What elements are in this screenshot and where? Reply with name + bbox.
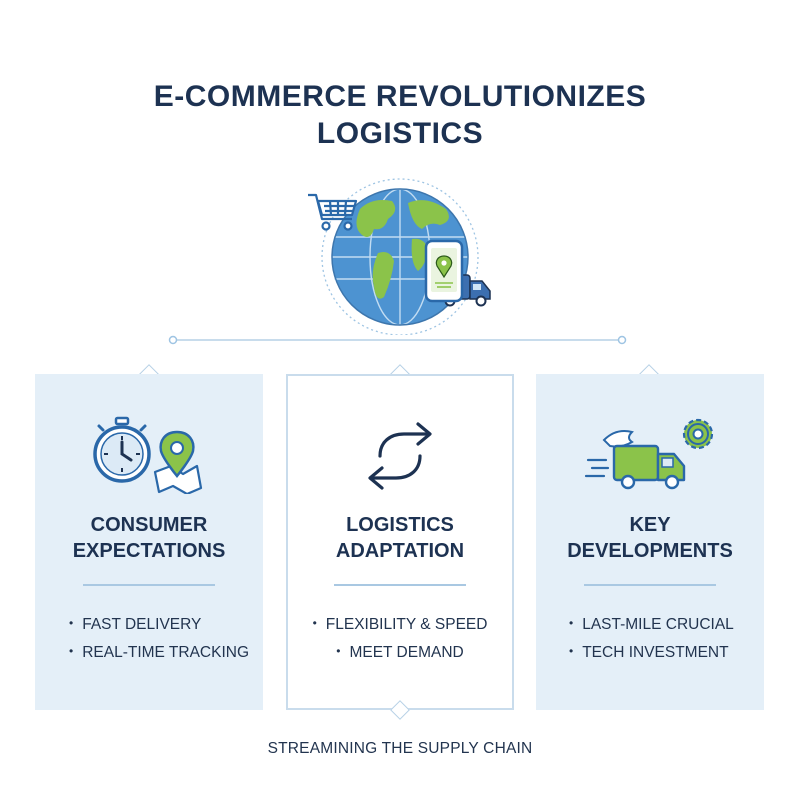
stopwatch-icon (93, 416, 151, 483)
card-divider (584, 584, 716, 586)
card-heading: KEY DEVELOPMENTS (536, 512, 764, 564)
card-3-icons (584, 418, 714, 490)
card-divider (83, 584, 215, 586)
title-line-2: LOGISTICS (316, 117, 484, 150)
card-consumer-expectations: CONSUMER EXPECTATIONS •FAST DELIVERY •RE… (35, 374, 263, 710)
title-line-1: E-COMMERCE REVOLUTIONIZES (153, 80, 647, 113)
shopping-cart-icon (308, 193, 358, 231)
card-key-developments: KEY DEVELOPMENTS •LAST-MILE CRUCIAL •TEC… (536, 374, 764, 710)
sync-arrows-icon (368, 422, 432, 490)
list-item-text: FAST DELIVERY (82, 616, 202, 633)
card-divider (334, 584, 466, 586)
card-list: •LAST-MILE CRUCIAL •TECH INVESTMENT (536, 610, 764, 666)
list-item-text: MEET DEMAND (349, 644, 464, 661)
list-item-text: REAL-TIME TRACKING (82, 644, 249, 661)
card-2-icons (368, 422, 432, 490)
connector-node-left (168, 335, 178, 345)
card-heading-line-2: EXPECTATIONS (72, 540, 226, 562)
connector-line (168, 335, 627, 345)
card-1-icons (93, 416, 203, 494)
winged-truck-icon (584, 430, 686, 490)
list-item-text: LAST-MILE CRUCIAL (582, 616, 734, 633)
smartphone-location-icon (424, 239, 464, 303)
gear-icon (682, 418, 714, 450)
card-list: •FLEXIBILITY & SPEED •MEET DEMAND (288, 610, 512, 666)
card-heading-line-1: KEY (629, 514, 671, 536)
card-heading: LOGISTICS ADAPTATION (288, 512, 512, 564)
list-item-text: FLEXIBILITY & SPEED (325, 616, 488, 633)
card-list: •FAST DELIVERY •REAL-TIME TRACKING (35, 610, 263, 666)
list-item-text: TECH INVESTMENT (582, 644, 729, 661)
card-heading-line-2: DEVELOPMENTS (567, 540, 733, 562)
list-item: •REAL-TIME TRACKING (69, 644, 249, 661)
list-item: •TECH INVESTMENT (569, 644, 729, 661)
card-heading-line-1: LOGISTICS (346, 514, 454, 536)
map-pin-icon (153, 430, 203, 494)
card-heading-line-2: ADAPTATION (335, 540, 465, 562)
list-item: •FLEXIBILITY & SPEED (312, 616, 488, 633)
connector-node-right (617, 335, 627, 345)
card-logistics-adaptation: LOGISTICS ADAPTATION •FLEXIBILITY & SPEE… (286, 374, 514, 710)
card-heading-line-1: CONSUMER (90, 514, 208, 536)
list-item: •MEET DEMAND (336, 644, 464, 661)
footer-caption: STREAMINING THE SUPPLY CHAIN (267, 740, 533, 757)
hero-illustration (308, 178, 491, 335)
list-item: •FAST DELIVERY (69, 616, 202, 633)
card-heading: CONSUMER EXPECTATIONS (35, 512, 263, 564)
list-item: •LAST-MILE CRUCIAL (569, 616, 734, 633)
page-title: E-COMMERCE REVOLUTIONIZES LOGISTICS (0, 78, 800, 152)
